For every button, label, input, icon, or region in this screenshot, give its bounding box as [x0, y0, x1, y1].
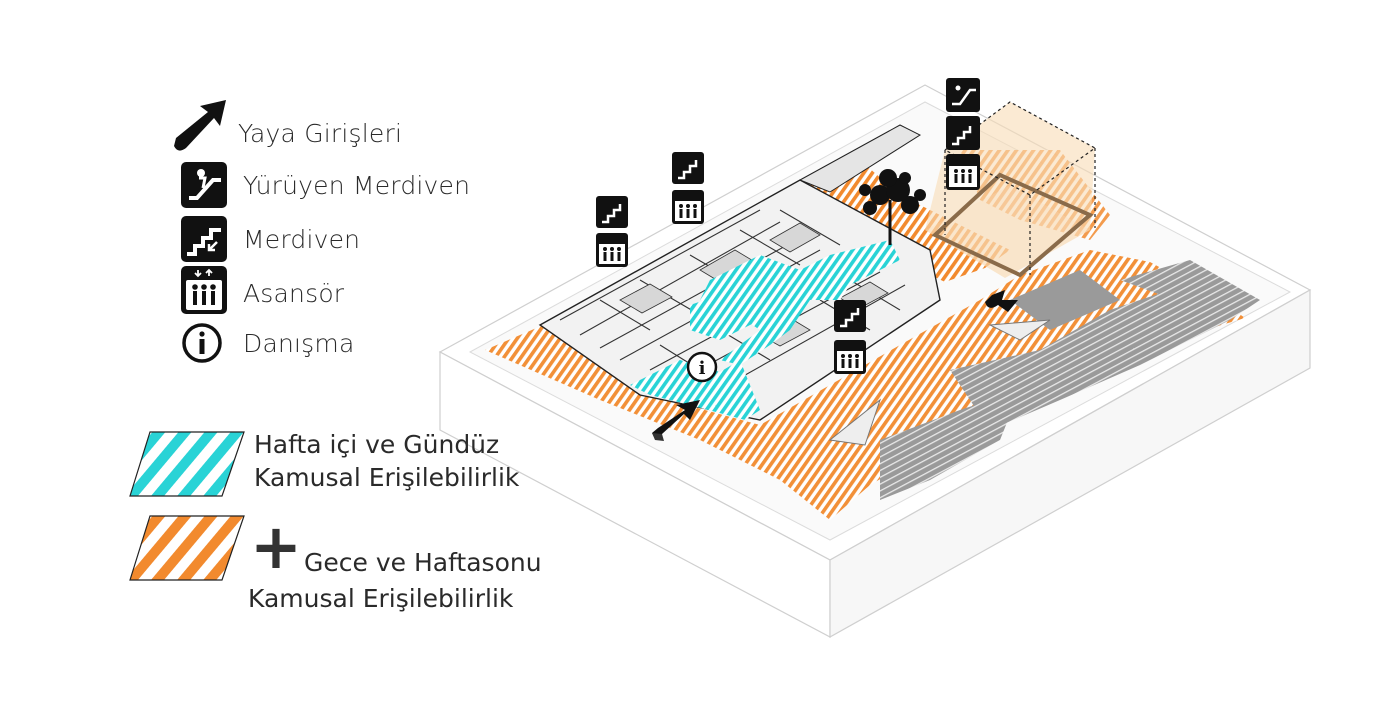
legend-elevator-label: Asansör: [243, 278, 345, 308]
weekend-access-line2: Kamusal Erişilebilirlik: [248, 584, 514, 613]
weekday-access-label: Hafta içi ve Gündüz Kamusal Erişilebilir…: [254, 428, 519, 494]
legend-entrance-label: Yaya Girişleri: [238, 118, 403, 148]
legend-elevator: Asansör: [181, 266, 344, 314]
site-icons-west: [596, 196, 628, 267]
legend-info-label: Danışma: [243, 328, 355, 358]
weekday-access-line2: Kamusal Erişilebilirlik: [254, 463, 520, 492]
weekend-access-line1: Gece ve Haftasonu: [304, 548, 542, 577]
site-info-marker[interactable]: i: [686, 351, 718, 383]
weekend-access-swatch: [129, 515, 245, 581]
plus-sign: +: [250, 510, 302, 583]
legend-escalator-label: Yürüyen Merdiven: [243, 170, 471, 200]
site-icons-north: [672, 152, 704, 224]
legend-stairs: Merdiven: [181, 216, 360, 262]
elevator-icon: [181, 266, 227, 314]
site-icons-northeast: [946, 78, 980, 190]
public-access-cyan: [630, 240, 900, 420]
plaza-triangles: [828, 319, 1051, 446]
stairs-icon: [181, 216, 227, 262]
site-icons-center: [834, 300, 866, 374]
tree-illustration: [859, 169, 926, 245]
svg-text:i: i: [699, 358, 706, 379]
parking-lots: [880, 260, 1260, 500]
info-icon: [182, 323, 222, 363]
legend-info: Danışma: [181, 322, 354, 364]
site-entrance-arrow-east[interactable]: [985, 290, 1018, 312]
entrance-arrow-icon: [174, 100, 226, 151]
legend-stairs-label: Merdiven: [243, 224, 361, 254]
legend-escalator: Yürüyen Merdiven: [181, 162, 470, 208]
legend-entrance: Yaya Girişleri: [170, 98, 402, 154]
escalator-icon: [181, 162, 227, 208]
weekday-access-swatch: [129, 431, 245, 497]
site-entrance-arrow-south[interactable]: [652, 400, 700, 441]
weekday-access-line1: Hafta içi ve Gündüz: [254, 430, 500, 459]
